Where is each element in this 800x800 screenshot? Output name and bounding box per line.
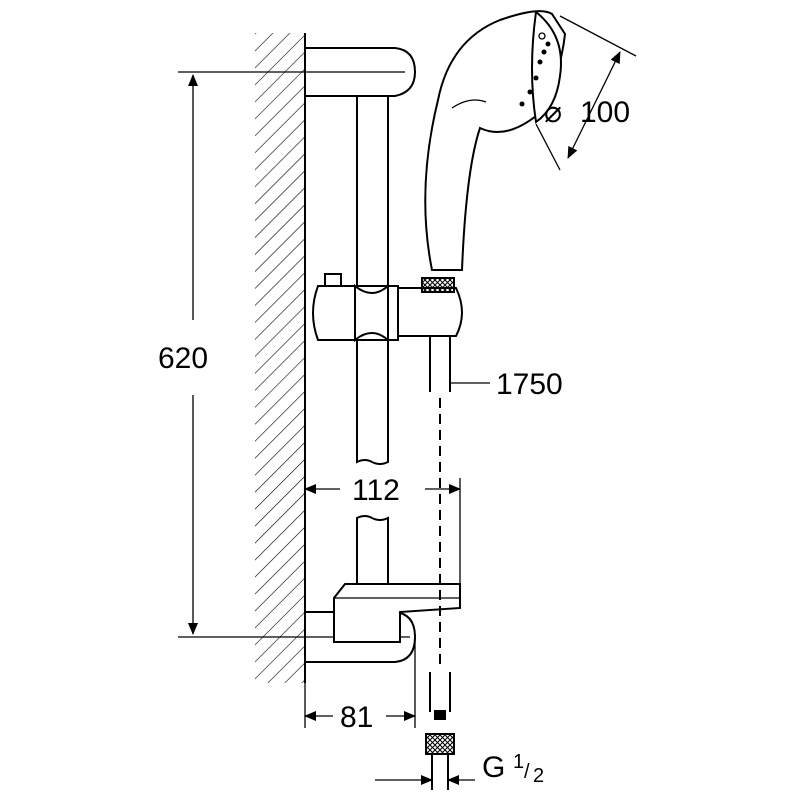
rail-upper — [356, 95, 389, 465]
dim-wall-offset-label: 81 — [340, 701, 373, 734]
dim-thread-slash: / — [524, 761, 530, 783]
dim-spray-diameter: ⌀ 100 — [535, 15, 637, 171]
dim-hose-length-label: 1750 — [496, 368, 563, 401]
dim-wall-offset: 81 — [304, 642, 416, 734]
dim-diameter-label: 100 — [580, 96, 630, 129]
dim-thread: G 1 / 2 — [375, 751, 544, 787]
dim-holder-offset: 112 — [304, 474, 461, 584]
dim-height: 620 — [158, 71, 305, 638]
dim-diameter-symbol: ⌀ — [544, 96, 562, 129]
dim-hose-length: 1750 — [450, 368, 563, 401]
dim-thread-label: G — [482, 751, 505, 784]
rail-lower — [356, 515, 389, 601]
wall — [255, 33, 306, 683]
dim-holder-offset-label: 112 — [352, 474, 400, 507]
hand-shower — [424, 10, 567, 271]
dim-height-label: 620 — [158, 342, 208, 375]
soap-dish — [333, 583, 461, 643]
dim-thread-numerator: 1 — [513, 751, 524, 773]
dim-thread-denominator: 2 — [533, 765, 544, 787]
hose — [425, 330, 455, 790]
slider-holder — [312, 273, 463, 343]
